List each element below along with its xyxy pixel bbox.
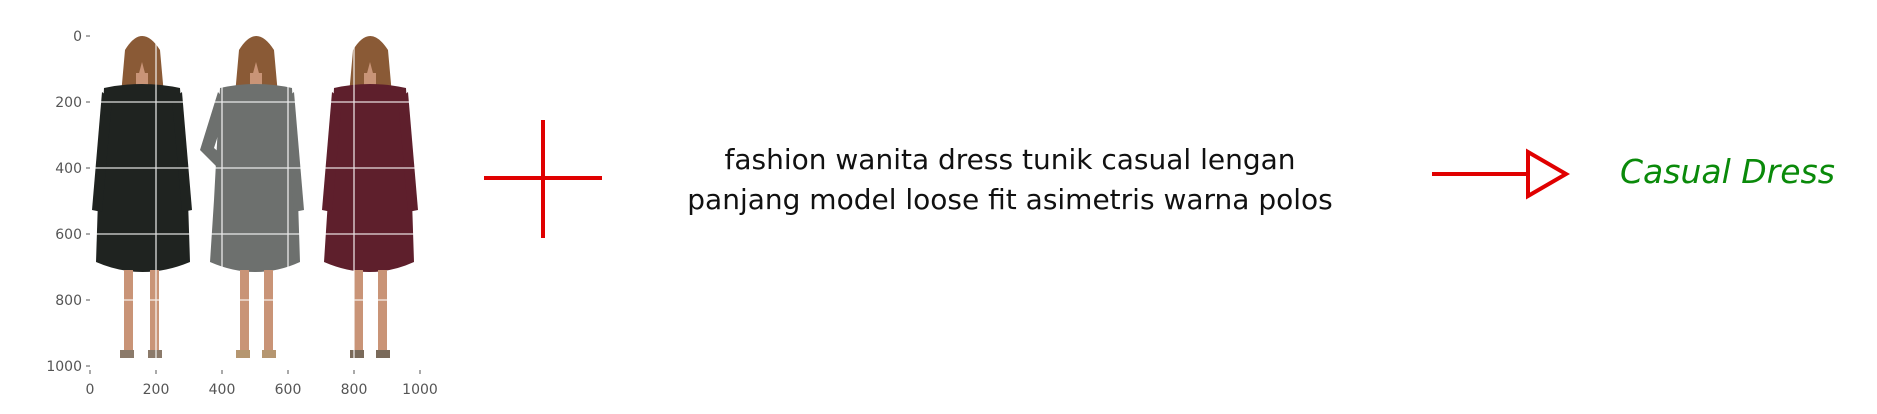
x-tick-label: 800 <box>341 382 368 398</box>
product-title-text: fashion wanita dress tunik casual lengan… <box>640 140 1380 220</box>
y-tick-label: 1000 <box>46 359 82 375</box>
caption-line-2: panjang model loose fit asimetris warna … <box>687 183 1333 216</box>
x-tick-label: 200 <box>143 382 170 398</box>
predicted-category-label: Casual Dress <box>1620 152 1835 191</box>
caption-line-1: fashion wanita dress tunik casual lengan <box>724 143 1296 176</box>
y-tick-label: 0 <box>73 29 82 45</box>
dress-shape-grey <box>210 84 300 272</box>
plus-icon <box>484 120 602 238</box>
y-tick-label: 200 <box>55 95 82 111</box>
dress-figure-maroon <box>322 36 418 358</box>
plot-grid <box>91 36 420 368</box>
dress-figures <box>92 36 418 358</box>
dress-figure-black <box>92 36 192 358</box>
dress-figure-grey <box>200 36 304 358</box>
dress-shape-maroon <box>324 84 414 272</box>
x-axis-labels: 0 200 400 600 800 1000 <box>86 382 438 398</box>
image-plot: 0 200 400 600 800 1000 0 200 400 600 800… <box>46 29 437 398</box>
x-tick-label: 400 <box>209 382 236 398</box>
y-tick-label: 400 <box>55 161 82 177</box>
y-tick-label: 600 <box>55 227 82 243</box>
axis-ticks <box>86 35 421 374</box>
x-tick-label: 600 <box>275 382 302 398</box>
x-tick-label: 0 <box>86 382 95 398</box>
arrow-right-icon <box>1432 148 1570 200</box>
x-tick-label: 1000 <box>402 382 438 398</box>
y-tick-label: 800 <box>55 293 82 309</box>
dress-shape-black <box>96 84 190 272</box>
y-axis-labels: 0 200 400 600 800 1000 <box>46 29 82 375</box>
